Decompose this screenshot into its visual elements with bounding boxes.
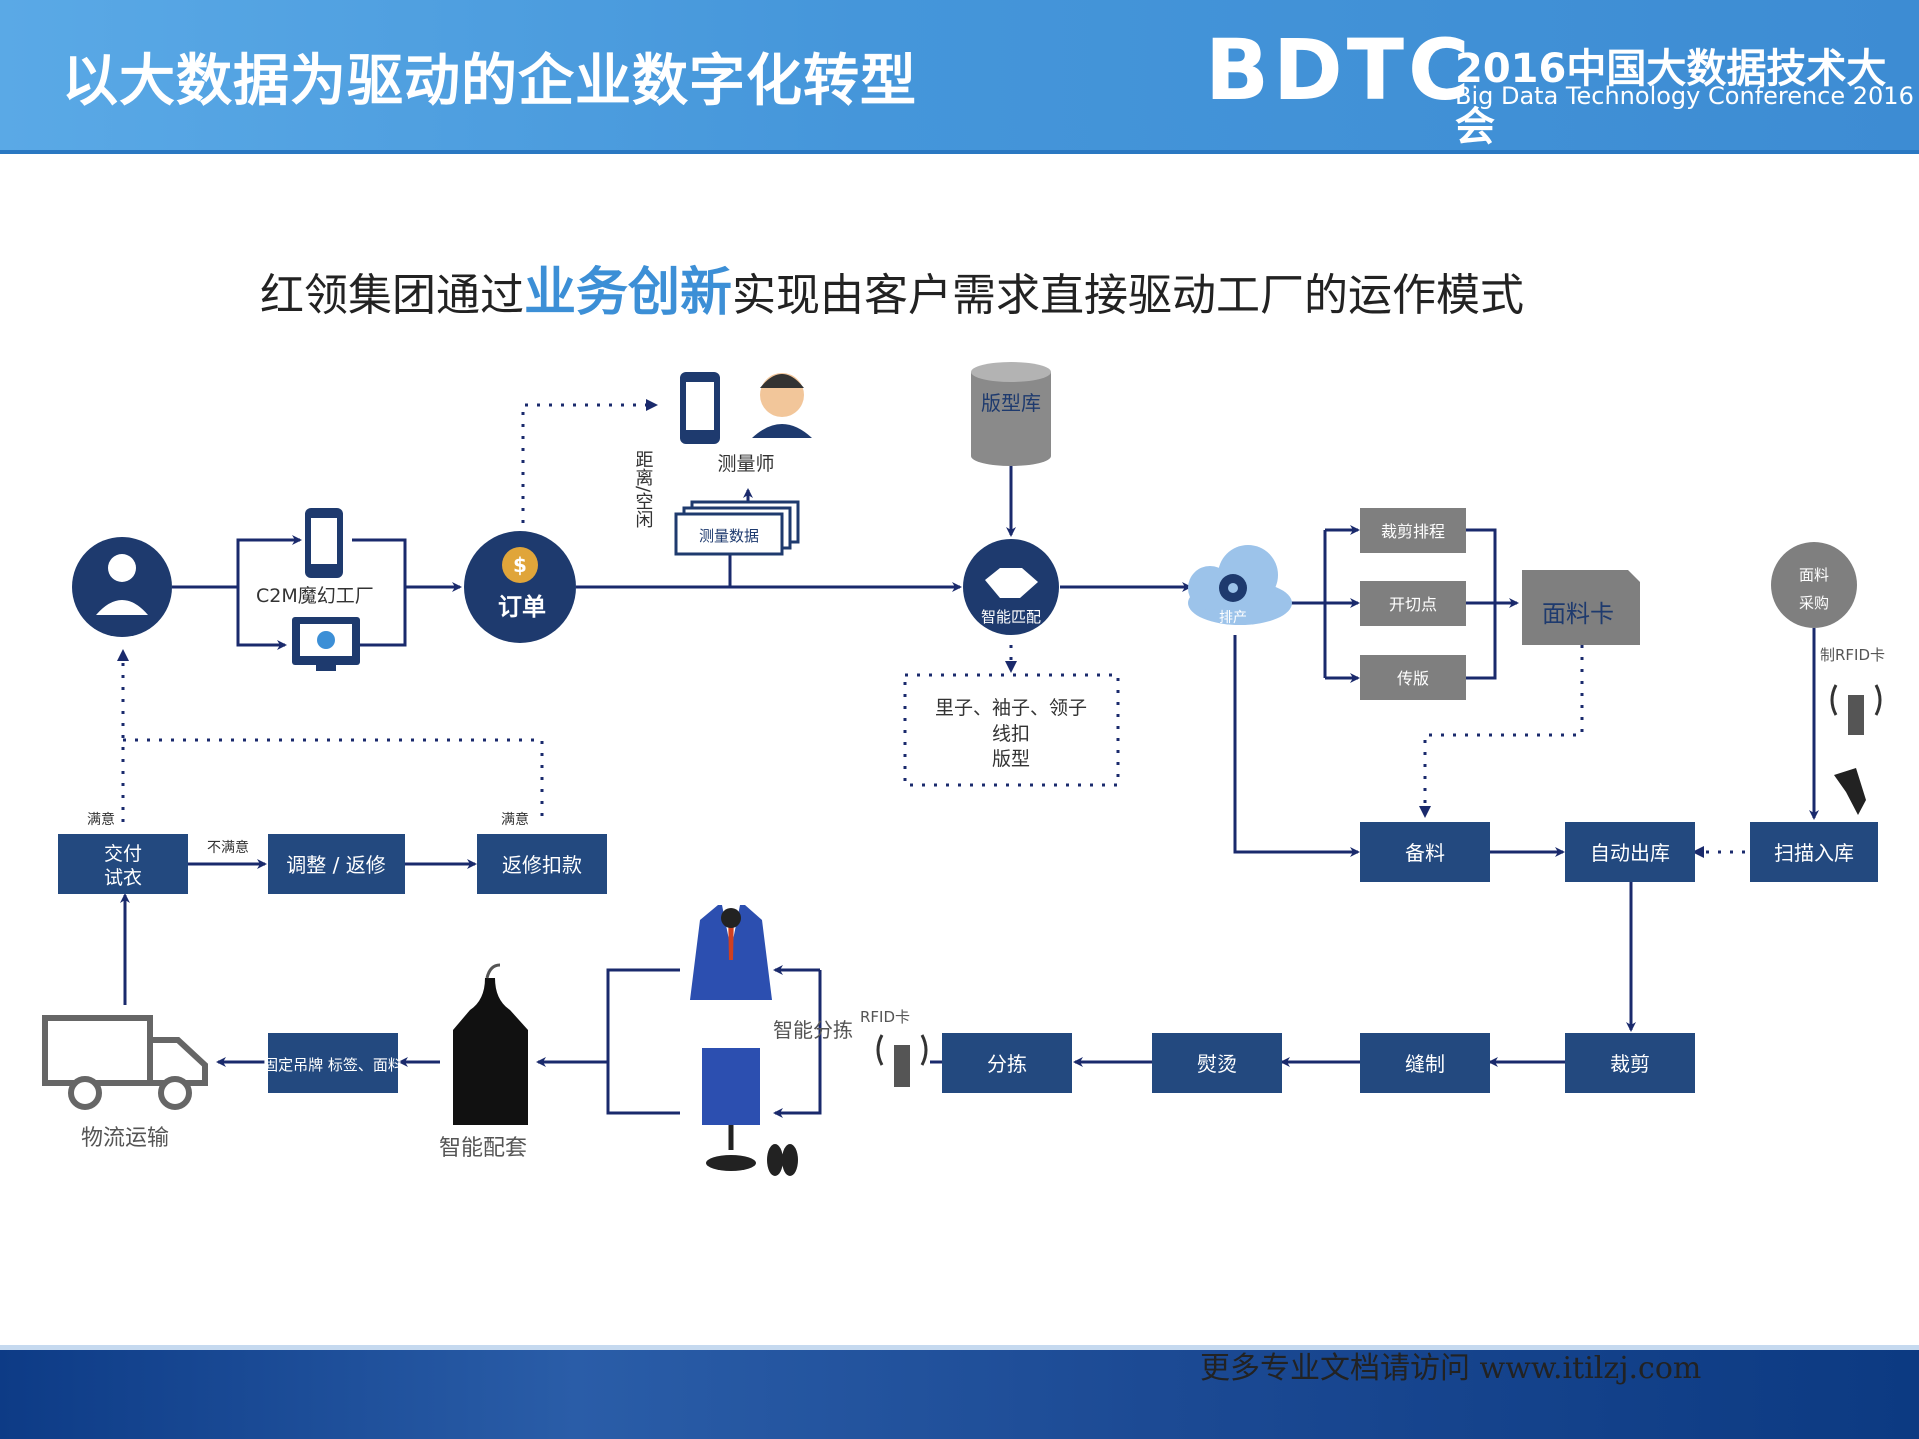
measurer-label: 测量师 [717, 453, 774, 475]
footer-text: 更多专业文档请访问 www.itilzj.com [1200, 1351, 1702, 1386]
order-node [464, 531, 576, 643]
ironing-box [1152, 1033, 1282, 1093]
satisfied-label-2: 满意 [501, 811, 529, 828]
pattern-transfer-box [1360, 655, 1466, 700]
fabric-card-label: 面料卡 [1542, 600, 1614, 628]
rfid-make-label: 制RFID卡 [1820, 646, 1885, 664]
logistics-label: 物流运输 [81, 1126, 169, 1151]
handshake-icon [985, 568, 1038, 598]
header-bar [0, 0, 1919, 150]
pattern-transfer-label: 传版 [1397, 669, 1429, 688]
rfid-antenna-icon [1830, 684, 1882, 735]
page-title: 以大数据为驱动的企业数字化转型 [62, 49, 917, 114]
fabric-purchase-label-2: 采购 [1799, 594, 1829, 612]
money-bag-icon [502, 547, 538, 583]
cut-point-box [1360, 581, 1466, 626]
fabric-card-box [1522, 570, 1640, 645]
deliver-box [58, 834, 188, 894]
sewing-label: 缝制 [1405, 1052, 1445, 1076]
scan-in-box [1750, 822, 1878, 882]
sorting-label: 分拣 [987, 1052, 1027, 1076]
measure-data-label: 测量数据 [699, 527, 759, 545]
match-note-1: 里子、袖子、领子 [935, 697, 1087, 719]
adjust-box [268, 834, 405, 894]
scan-in-label: 扫描入库 [1774, 841, 1854, 865]
prepare-box [1360, 822, 1490, 882]
deduct-box [477, 834, 607, 894]
customer-icon [72, 537, 172, 637]
subtitle-highlight: 业务创新 [524, 263, 733, 323]
rfid-card-label: RFID卡 [860, 1008, 910, 1026]
gear-icon [317, 631, 335, 649]
fabric-purchase-node [1771, 542, 1857, 628]
unsatisfied-label: 不满意 [207, 839, 249, 856]
rfid-antenna-icon-2 [876, 1034, 928, 1087]
sorting-box [942, 1033, 1072, 1093]
deliver-label-1: 交付 [104, 843, 142, 865]
cutting-label: 裁剪 [1610, 1052, 1650, 1076]
fabric-purchase-label-1: 面料 [1799, 566, 1829, 584]
garment-bag-icon [453, 963, 528, 1125]
smart-sort-label: 智能分拣 [773, 1018, 853, 1042]
subtitle-suffix: 实现由客户需求直接驱动工厂的运作模式 [732, 270, 1525, 321]
smart-match-label: 智能匹配 [981, 608, 1041, 626]
cut-point-label: 开切点 [1389, 595, 1437, 614]
sewing-box [1360, 1033, 1490, 1093]
prepare-label: 备料 [1405, 841, 1445, 865]
pattern-lib-label-1: 版型库 [981, 391, 1041, 415]
order-label: 订单 [498, 593, 546, 621]
deliver-label-2: 试衣 [104, 867, 142, 889]
logo-cn-text: 2016中国大数据技术大会 [1455, 46, 1887, 150]
adjust-label: 调整 / 返修 [286, 853, 385, 877]
footer-bar [0, 1350, 1919, 1439]
match-note-2: 线扣 [992, 723, 1030, 745]
satisfied-label-1: 满意 [87, 811, 115, 828]
bdtc-logo: BDTC [1205, 21, 1474, 119]
cloud-icon [1188, 545, 1292, 625]
scanner-icon [1834, 768, 1866, 815]
measure-data-doc [674, 500, 800, 556]
footer-strip [0, 1345, 1919, 1353]
schedule-label: 排产 [1219, 610, 1247, 626]
c2m-label: C2M魔幻工厂 [256, 585, 374, 607]
ironing-label: 熨烫 [1197, 1052, 1237, 1076]
cut-schedule-box [1360, 508, 1466, 553]
cutting-box [1565, 1033, 1695, 1093]
truck-icon [42, 1015, 208, 1110]
suit-icon [690, 905, 798, 1176]
auto-out-label: 自动出库 [1590, 841, 1670, 865]
subtitle-prefix: 红领集团通过 [260, 270, 524, 321]
distance-label: 距离/空闲 [633, 450, 654, 528]
svg-text:$: $ [513, 553, 527, 577]
logo-en-text: Big Data Technology Conference 2016 [1455, 82, 1914, 110]
cut-schedule-label: 裁剪排程 [1381, 522, 1445, 541]
deduct-label: 返修扣款 [502, 853, 582, 877]
match-note-3: 版型 [992, 748, 1030, 770]
database-icon [971, 362, 1051, 466]
fix-tag-label: 固定吊牌 标签、面料 [263, 1056, 403, 1074]
smart-set-label: 智能配套 [439, 1136, 527, 1161]
subtitle: 红领集团通过业务创新实现由客户需求直接驱动工厂的运作模式 [260, 250, 1524, 325]
fix-tag-box [268, 1033, 398, 1093]
auto-out-box [1565, 822, 1695, 882]
